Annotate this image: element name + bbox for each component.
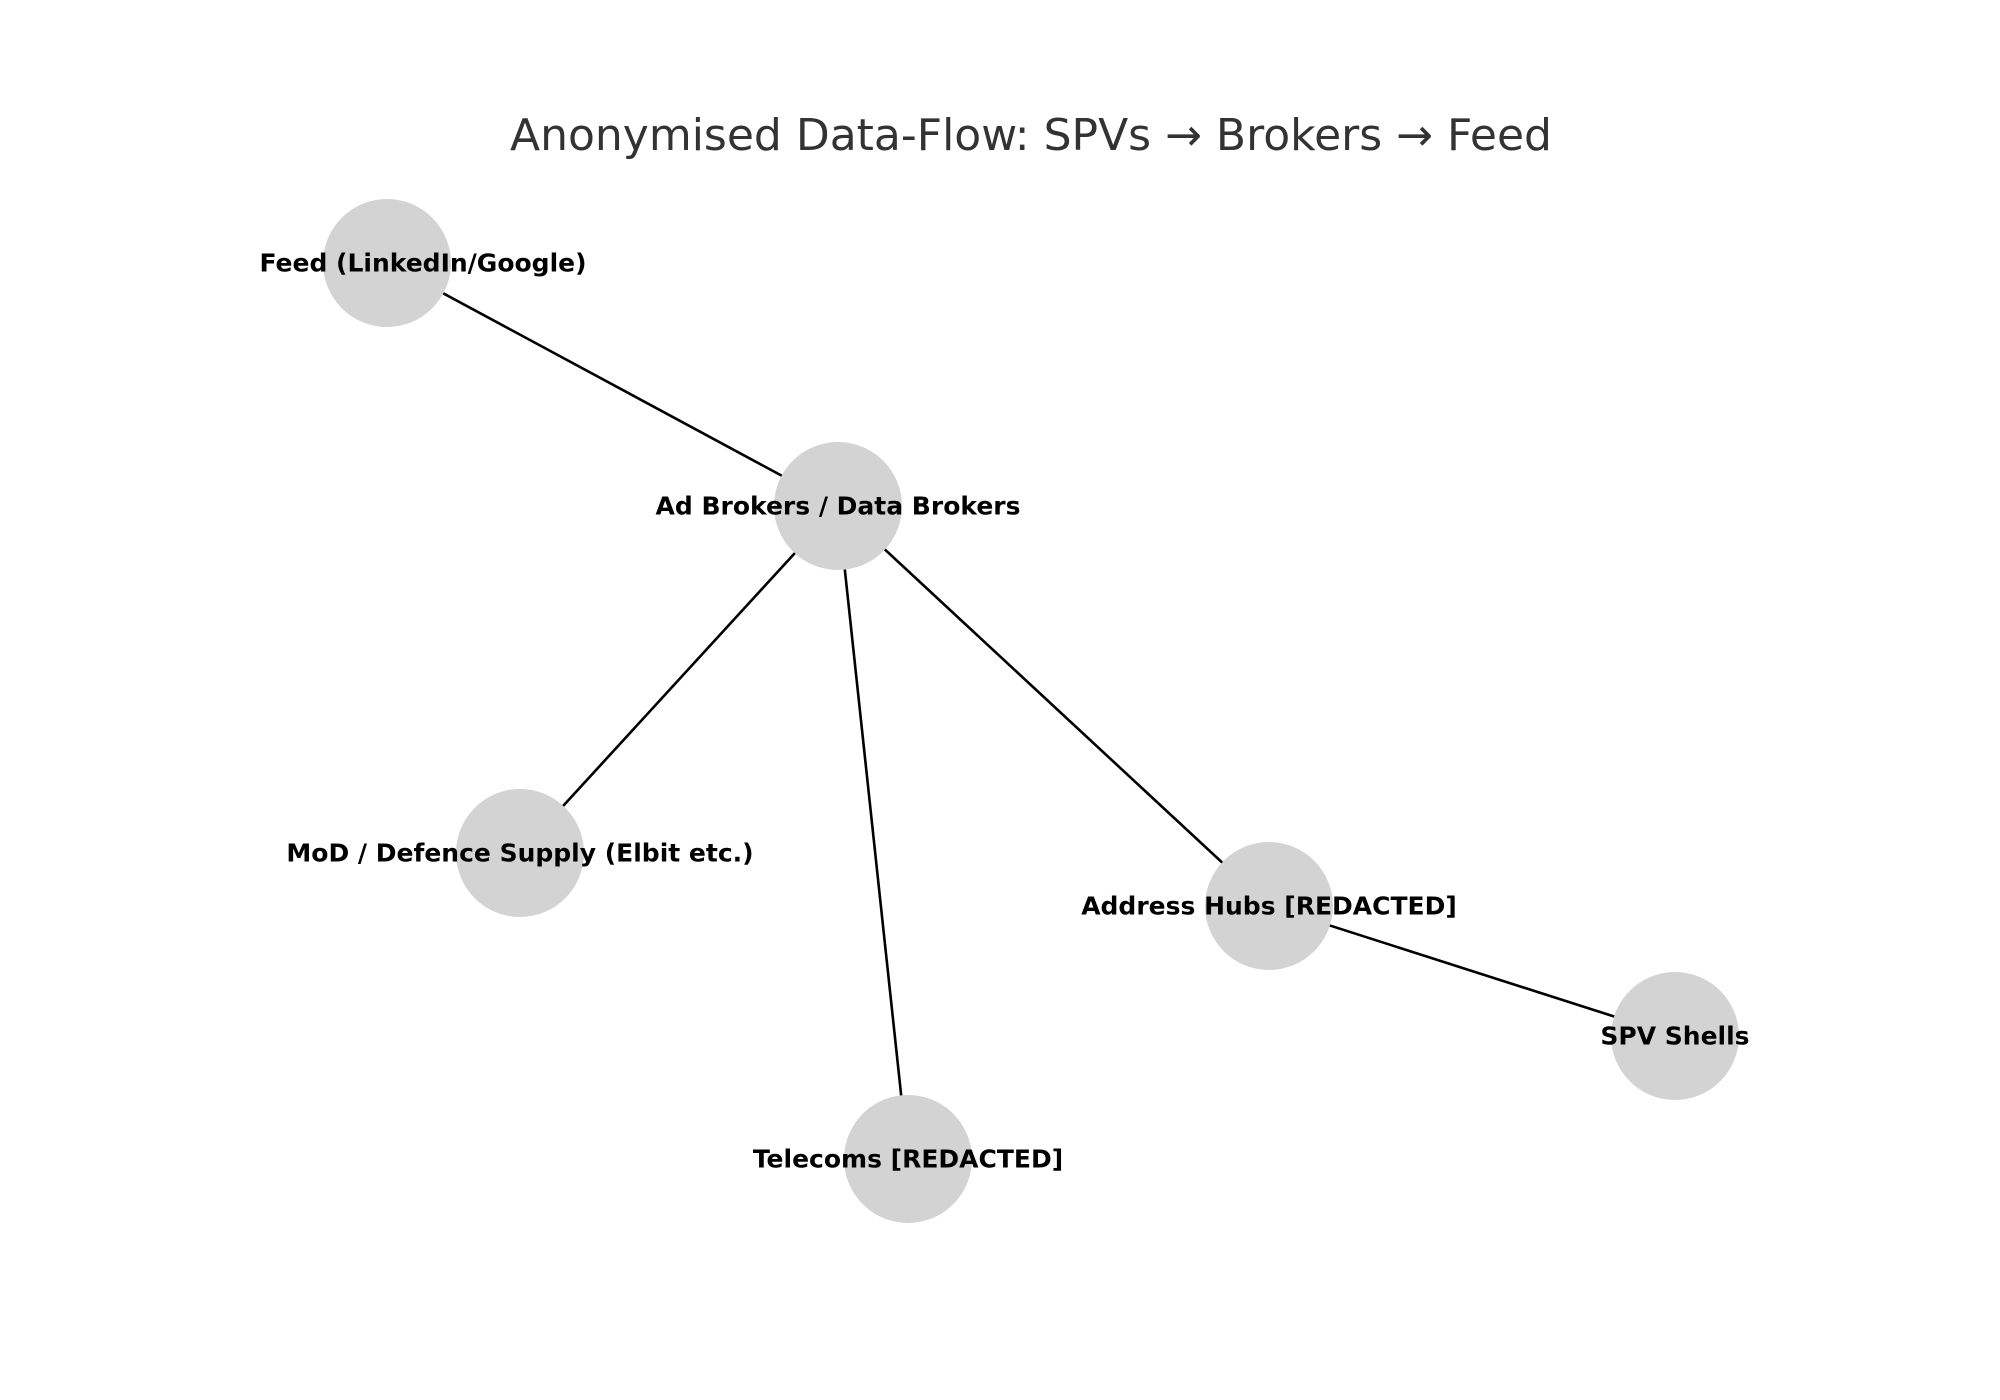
node-feed-circle <box>323 199 451 327</box>
node-feed[interactable]: Feed (LinkedIn/Google) <box>259 199 587 327</box>
edges-layer <box>386 261 1676 1160</box>
node-address-circle <box>1205 842 1333 970</box>
node-address-label: Address Hubs [REDACTED] <box>1081 892 1457 921</box>
node-feed-label: Feed (LinkedIn/Google) <box>259 249 586 278</box>
node-spv-circle <box>1611 972 1739 1100</box>
nodes-layer: Feed (LinkedIn/Google) Ad Brokers / Data… <box>259 199 1750 1223</box>
node-telecoms-circle <box>844 1095 972 1223</box>
node-brokers-label: Ad Brokers / Data Brokers <box>656 492 1021 521</box>
diagram-title: Anonymised Data-Flow: SPVs → Brokers → F… <box>510 110 1552 161</box>
edge-feed-brokers <box>386 261 839 508</box>
edge-brokers-telecoms <box>836 505 910 1160</box>
node-telecoms[interactable]: Telecoms [REDACTED] <box>753 1095 1063 1223</box>
node-mod-circle <box>456 789 584 917</box>
node-address[interactable]: Address Hubs [REDACTED] <box>1081 842 1457 970</box>
node-mod-label: MoD / Defence Supply (Elbit etc.) <box>286 839 753 868</box>
edge-address-spv <box>1268 904 1676 1038</box>
edge-brokers-mod <box>519 505 839 854</box>
edge-brokers-address <box>837 505 1270 907</box>
node-brokers-circle <box>774 442 902 570</box>
node-spv[interactable]: SPV Shells <box>1600 972 1750 1100</box>
node-spv-label: SPV Shells <box>1600 1022 1749 1051</box>
node-telecoms-label: Telecoms [REDACTED] <box>753 1145 1063 1174</box>
node-mod[interactable]: MoD / Defence Supply (Elbit etc.) <box>286 789 754 917</box>
node-brokers[interactable]: Ad Brokers / Data Brokers <box>656 442 1021 570</box>
